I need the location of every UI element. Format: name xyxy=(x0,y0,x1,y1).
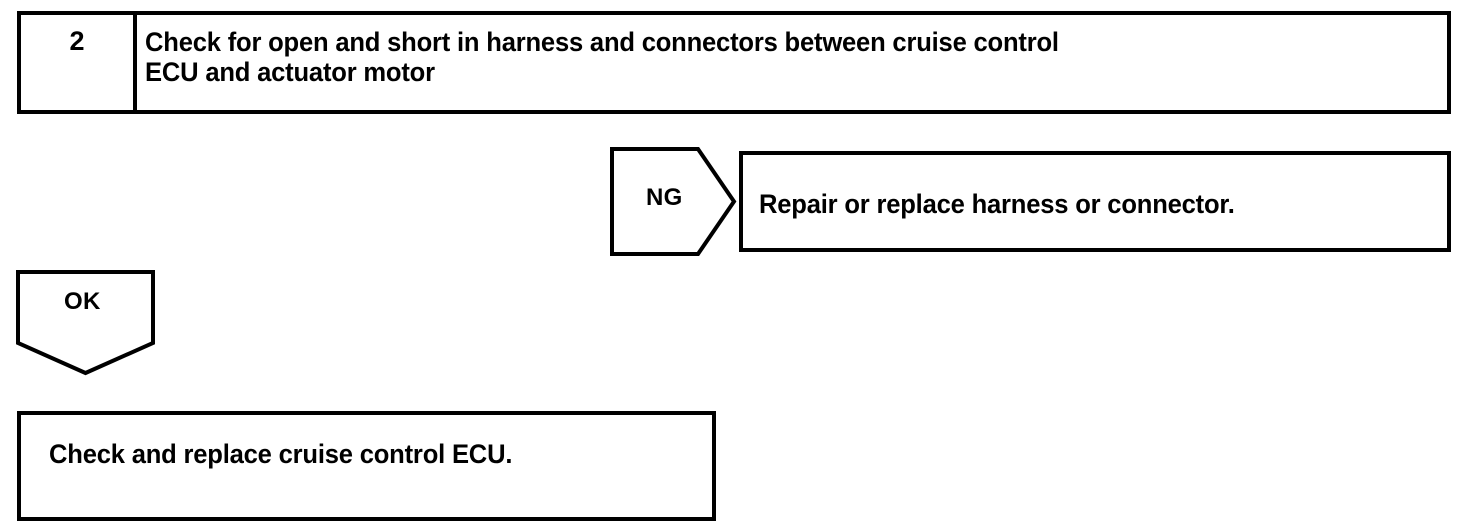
step-number-cell: 2 xyxy=(21,15,137,110)
ok-result-text: Check and replace cruise control ECU. xyxy=(49,439,513,469)
step-instruction-line-2: ECU and actuator motor xyxy=(145,57,435,87)
step-instruction-text: Check for open and short in harness and … xyxy=(145,27,1394,87)
ng-result-text: Repair or replace harness or connector. xyxy=(759,189,1235,219)
step-box: 2 Check for open and short in harness an… xyxy=(17,11,1451,114)
ok-arrow-icon xyxy=(16,270,155,376)
ok-arrow-label: OK xyxy=(64,288,101,315)
step-number: 2 xyxy=(69,26,85,56)
ng-arrow-label: NG xyxy=(646,184,683,211)
ok-result-box: Check and replace cruise control ECU. xyxy=(17,411,716,521)
ng-result-box: Repair or replace harness or connector. xyxy=(739,151,1451,252)
ng-arrow-icon xyxy=(610,147,737,256)
step-instruction-line-1: Check for open and short in harness and … xyxy=(145,27,1059,57)
